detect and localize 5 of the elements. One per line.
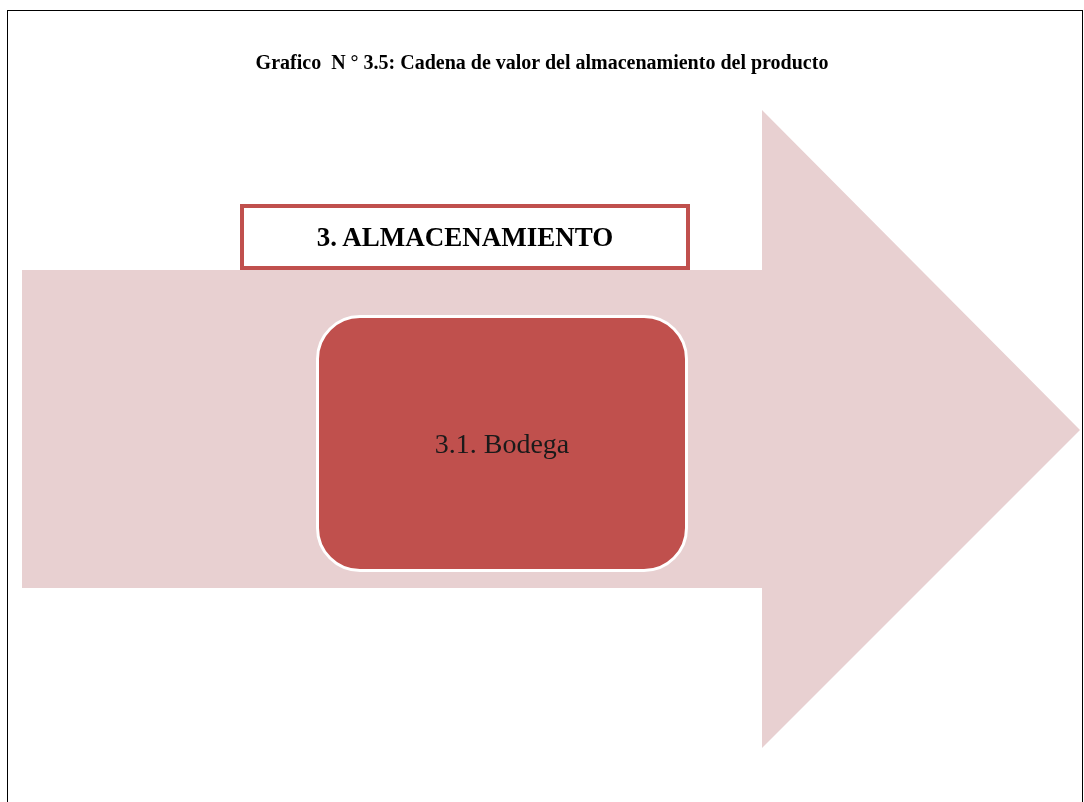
- box-label: 3. ALMACENAMIENTO: [316, 220, 614, 254]
- title: Grafico N ° 3.5: Cadena de valor del almacenamiento del producto: [254, 50, 830, 76]
- process-box: [240, 204, 690, 270]
- box-label: 3.1. Bodega: [434, 426, 570, 461]
- process-box: [316, 315, 688, 572]
